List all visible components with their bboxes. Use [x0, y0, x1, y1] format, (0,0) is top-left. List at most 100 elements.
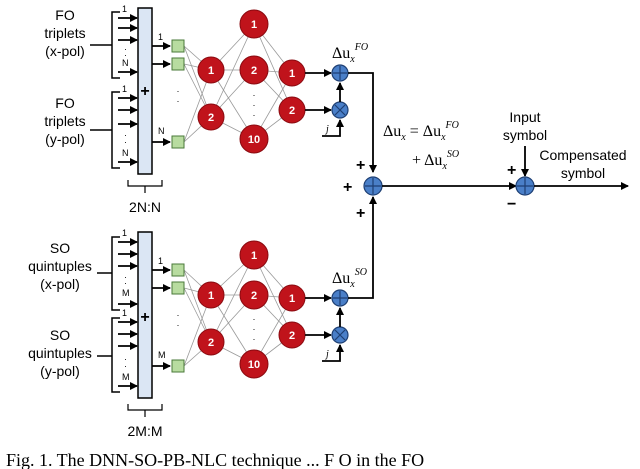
fo-hidden1-label: 2 — [208, 112, 214, 124]
fo-output-label: 1 — [289, 68, 295, 80]
figure-caption: Fig. 1. The DNN-SO-PB-NLC technique ... … — [6, 450, 424, 469]
fo-hidden1-label: 1 — [208, 65, 214, 77]
so-group2-label-line1: SO — [50, 327, 70, 343]
output-symbol-label-line2: symbol — [561, 165, 605, 181]
fo-hidden2-label: 1 — [251, 19, 257, 31]
so-j-arrow — [322, 344, 344, 362]
so-input-dots: · — [124, 361, 127, 371]
fo-hidden2-dots: · — [253, 100, 256, 110]
fo-hidden2-neuron — [239, 124, 269, 154]
fo-node-dots: · — [177, 96, 180, 106]
so-input-dots: · — [124, 272, 127, 282]
so-hidden2-neuron — [239, 280, 269, 310]
so-hidden2-dots: · — [253, 324, 256, 334]
fo-multiplier-times-icon — [334, 104, 346, 116]
fo-group2-label-line1: FO — [55, 95, 75, 111]
fo-to-combiner-line — [348, 72, 377, 173]
fo-hidden2-dots: · — [253, 90, 256, 100]
so-node-dots: · — [177, 320, 180, 330]
fo-group1-label-line2: triplets — [44, 25, 85, 41]
so-group2-bracket — [111, 317, 120, 393]
so-to-combiner-line — [348, 196, 377, 299]
fo-input-node — [171, 39, 185, 53]
fo-sum-bar — [137, 7, 153, 175]
fo-input-index-top: 1 — [122, 4, 127, 14]
so-hidden2-label: 10 — [248, 359, 260, 371]
so-hidden2-dots: · — [253, 314, 256, 324]
fo-input-dots: · — [124, 130, 127, 140]
so-sum-bar — [137, 231, 153, 399]
so-sum-sign: + — [140, 309, 149, 326]
fo-out-index-top: 1 — [158, 32, 163, 42]
fo-hidden2-label: 2 — [251, 65, 257, 77]
so-input-node — [171, 263, 185, 277]
final-minus-sign: − — [507, 196, 516, 213]
fo-group1-label-line1: FO — [55, 7, 75, 23]
so-input-dots: · — [124, 278, 127, 288]
fo-input-dots: · — [124, 44, 127, 54]
so-input-index-bottom: M — [122, 288, 130, 298]
so-j-label: j — [324, 349, 329, 360]
input-symbol-label-line1: Input — [509, 109, 540, 125]
fo-group2-bracket — [111, 91, 120, 169]
output-symbol-label-line1: Compensated — [539, 147, 626, 163]
fo-group1-bracket — [111, 11, 120, 79]
final-stage: Input symbol + − Compensated symbol — [503, 109, 629, 213]
so-group2-label-line2: quintuples — [28, 345, 92, 361]
fo-input-node — [171, 135, 185, 149]
so-node-dots: · — [177, 310, 180, 320]
fo-hidden2-label: 10 — [248, 134, 260, 146]
combiner-plus-top: + — [356, 157, 365, 174]
fo-out-index-bottom: N — [158, 126, 165, 136]
so-out-index-bottom: M — [158, 350, 166, 360]
fo-input-index-bottom: N — [122, 58, 129, 68]
so-out-index-top: 1 — [158, 256, 163, 266]
fo-group2-label-line3: (y-pol) — [45, 131, 85, 147]
combiner-equation-line1: Δux = ΔuxFO — [383, 120, 459, 143]
so-input-index-top: 1 — [122, 228, 127, 238]
so-output-label: 1 — [289, 293, 295, 305]
so-input-node — [171, 359, 185, 373]
so-size-bracket — [127, 404, 163, 411]
fo-input-dots: · — [124, 50, 127, 60]
so-hidden2-neuron — [239, 240, 269, 270]
so-hidden2-dots: · — [253, 334, 256, 344]
fo-input-index-bottom: N — [122, 148, 129, 158]
so-output-label: 2 — [289, 330, 295, 342]
final-plus-sign: + — [507, 162, 516, 179]
so-input-index-top: 1 — [122, 308, 127, 318]
fo-group1-label-line3: (x-pol) — [45, 43, 85, 59]
so-hidden2-label: 2 — [251, 290, 257, 302]
fo-input-index-top: 1 — [122, 84, 127, 94]
so-group1-label-line1: SO — [50, 240, 70, 256]
so-hidden2-label: 1 — [251, 250, 257, 262]
fo-hidden1-neuron — [197, 103, 225, 131]
so-hidden1-neuron — [197, 281, 225, 309]
so-hidden1-label: 2 — [208, 337, 214, 349]
main-adder-plus-icon — [365, 178, 381, 194]
fo-output-label: 2 — [289, 105, 295, 117]
so-adder-plus-icon — [333, 291, 347, 305]
fo-adder-plus-icon — [333, 66, 347, 80]
so-hidden1-neuron — [197, 328, 225, 356]
final-adder-plus-icon — [517, 178, 533, 194]
so-group2-label-line3: (y-pol) — [40, 363, 80, 379]
fo-hidden2-neuron — [239, 55, 269, 85]
fo-output-symbol: ΔuxFO — [332, 42, 368, 65]
fo-sum-sign: + — [140, 83, 149, 100]
combiner-plus-mid: + — [343, 179, 352, 196]
so-group1-bracket — [111, 236, 120, 311]
fo-size-bracket — [127, 180, 163, 187]
so-output-symbol: ΔuxSO — [332, 267, 367, 290]
combiner-equation-line2: + ΔuxSO — [412, 149, 459, 172]
so-hidden1-label: 1 — [208, 290, 214, 302]
combiner-plus-bottom: + — [356, 205, 365, 222]
fo-j-arrow — [322, 119, 344, 137]
fo-hidden2-neuron — [239, 9, 269, 39]
fo-j-label: j — [324, 124, 329, 135]
fo-hidden1-neuron — [197, 56, 225, 84]
so-group1-label-line2: quintuples — [28, 258, 92, 274]
fo-hidden2-dots: · — [253, 110, 256, 120]
so-input-node — [171, 281, 185, 295]
